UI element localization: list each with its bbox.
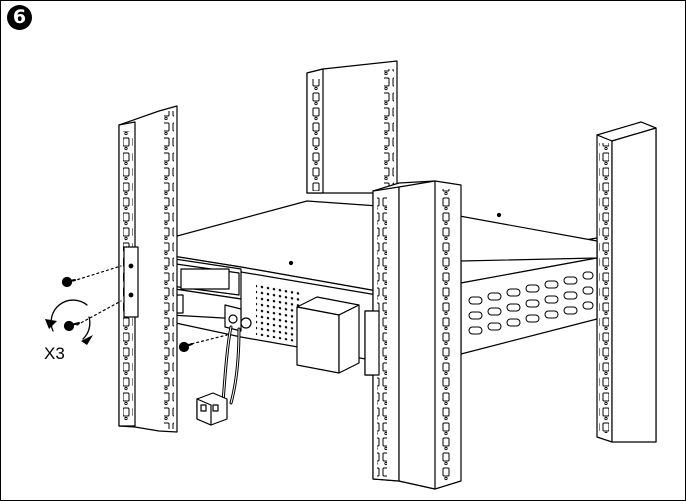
front-left-rack-post	[118, 105, 178, 433]
screw-icon	[178, 334, 228, 353]
rear-center-rack-post	[306, 60, 398, 194]
screw-icon	[63, 300, 122, 332]
rotate-screw-icon	[45, 299, 93, 345]
screw-icon	[61, 265, 122, 288]
battery-connector-icon	[196, 392, 228, 426]
ups-battery-module	[296, 296, 360, 374]
front-right-rack-post	[364, 180, 462, 490]
rear-right-rack-post	[596, 121, 657, 443]
step-number-badge: 6	[7, 5, 32, 30]
battery-cable	[221, 325, 241, 405]
screw-quantity-label: X3	[44, 344, 65, 363]
